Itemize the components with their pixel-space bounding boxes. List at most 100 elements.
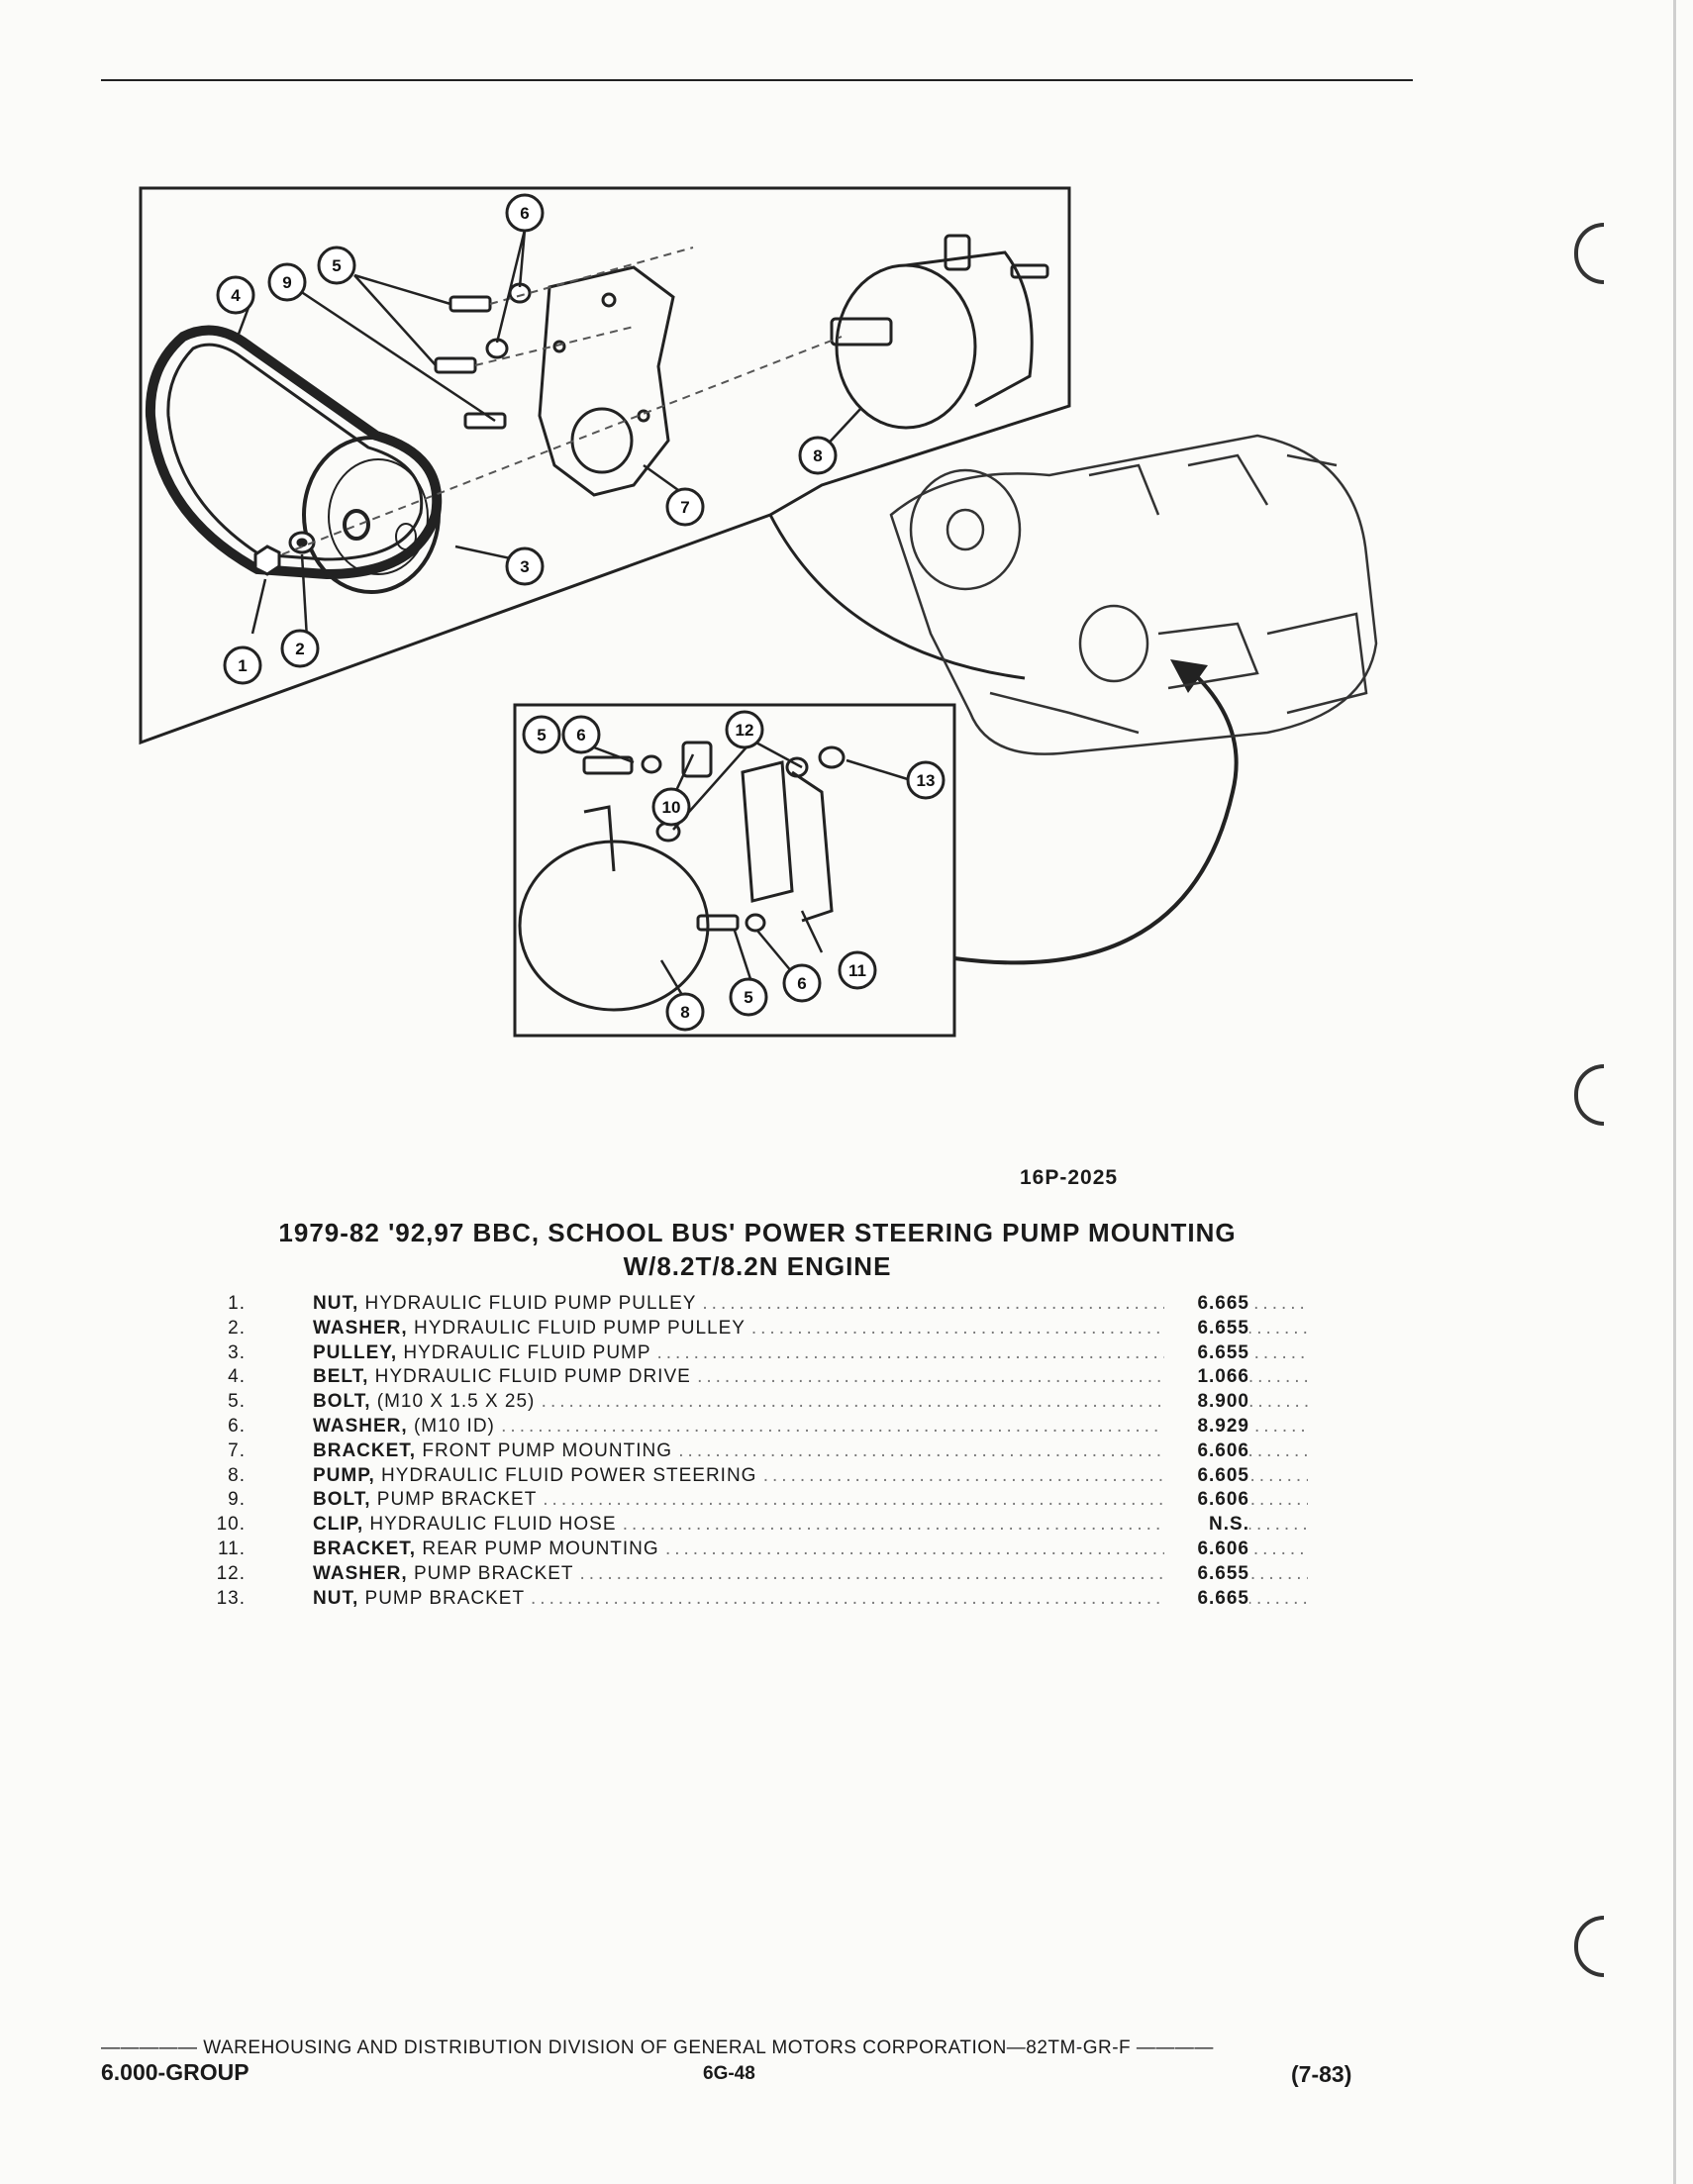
part-description: NUT, HYDRAULIC FLUID PUMP PULLEY .......…	[313, 1292, 1308, 1317]
callout-label: 11	[848, 961, 866, 980]
part-row: 8. PUMP, HYDRAULIC FLUID POWER STEERING .…	[198, 1463, 1308, 1489]
part-number: 6.	[228, 1415, 246, 1437]
front-bracket	[538, 265, 675, 497]
callout-leaders	[236, 229, 912, 1001]
callout-label: 4	[231, 286, 241, 305]
leader-dots: ........................................…	[531, 1587, 1308, 1609]
part-detail: HYDRAULIC FLUID PUMP PULLEY	[413, 1317, 746, 1339]
callout-inset-6b: 6	[782, 963, 822, 1003]
callouts-main: 1 2 3 4 5 6 7 8 9	[216, 193, 838, 685]
part-group-number: 6.665	[1164, 1586, 1249, 1612]
part-description: PUMP, HYDRAULIC FLUID POWER STEERING ...…	[313, 1464, 1308, 1489]
part-description: PULLEY, HYDRAULIC FLUID PUMP ...........…	[313, 1341, 1308, 1366]
part-detail: HYDRAULIC FLUID PUMP	[403, 1341, 651, 1363]
part-description: CLIP, HYDRAULIC FLUID HOSE .............…	[313, 1513, 1308, 1538]
binder-ring-hole	[1574, 1916, 1604, 1977]
part-description: BOLT, PUMP BRACKET .....................…	[313, 1488, 1308, 1513]
part-detail: PUMP BRACKET	[413, 1562, 574, 1584]
callout-8: 8	[798, 436, 838, 475]
part-row: 10. CLIP, HYDRAULIC FLUID HOSE ..........…	[198, 1513, 1308, 1538]
callout-inset-5: 5	[522, 715, 561, 754]
callout-label: 1	[238, 656, 247, 675]
part-name: WASHER,	[313, 1415, 408, 1437]
callout-5: 5	[317, 246, 356, 285]
callout-label: 5	[744, 988, 752, 1007]
leader-dots: ........................................…	[579, 1562, 1308, 1584]
part-number: 12.	[216, 1562, 246, 1584]
part-name: BELT,	[313, 1366, 369, 1388]
callout-label: 9	[282, 273, 291, 292]
callout-7: 7	[665, 487, 705, 527]
part-name: BRACKET,	[313, 1439, 417, 1461]
part-group-number: 6.606	[1164, 1439, 1249, 1464]
part-name: PULLEY,	[313, 1341, 398, 1363]
part-name: CLIP,	[313, 1514, 364, 1536]
part-detail: HYDRAULIC FLUID HOSE	[369, 1514, 617, 1536]
part-detail: HYDRAULIC FLUID PUMP PULLEY	[364, 1293, 697, 1314]
part-description: WASHER, HYDRAULIC FLUID PUMP PULLEY ....…	[313, 1317, 1308, 1341]
part-group-number: 6.655	[1164, 1316, 1249, 1341]
engine-block	[889, 434, 1378, 755]
location-arrow	[953, 666, 1239, 965]
callout-label: 10	[662, 798, 681, 817]
bracket-bolts	[434, 282, 532, 430]
callout-label: 6	[576, 726, 585, 745]
part-name: PUMP,	[313, 1464, 375, 1486]
part-row: 9. BOLT, PUMP BRACKET ...................…	[198, 1488, 1308, 1514]
callout-inset-10: 10	[651, 787, 691, 827]
part-number: 3.	[228, 1341, 246, 1363]
part-number: 4.	[228, 1366, 246, 1388]
footer-publisher-line: ————— WAREHOUSING AND DISTRIBUTION DIVIS…	[101, 2037, 1214, 2058]
callout-inset-5b: 5	[729, 977, 768, 1017]
part-row: 6. WASHER, (M10 ID) .....................…	[198, 1414, 1308, 1439]
part-detail: PUMP BRACKET	[364, 1587, 525, 1609]
part-number: 7.	[228, 1439, 246, 1461]
callout-inset-11: 11	[838, 950, 877, 990]
part-name: BOLT,	[313, 1489, 371, 1511]
part-number: 10.	[216, 1514, 246, 1536]
part-group-number: 1.066	[1164, 1365, 1249, 1391]
part-name: BOLT,	[313, 1391, 371, 1413]
callout-6: 6	[505, 193, 545, 233]
part-group-number: 6.606	[1164, 1488, 1249, 1514]
part-number: 8.	[228, 1464, 246, 1486]
callout-label: 5	[537, 726, 546, 745]
part-group-number: 6.655	[1164, 1561, 1249, 1587]
callout-label: 8	[813, 447, 822, 465]
part-number: 9.	[228, 1489, 246, 1511]
part-detail: FRONT PUMP MOUNTING	[422, 1439, 672, 1461]
callout-label: 6	[520, 204, 529, 223]
callout-label: 2	[295, 640, 304, 658]
leader-dots: ........................................…	[697, 1366, 1308, 1388]
callout-3: 3	[505, 546, 545, 586]
part-detail: (M10 X 1.5 X 25)	[376, 1391, 536, 1413]
inset-pump-rear	[518, 741, 846, 1012]
part-name: NUT,	[313, 1293, 359, 1314]
footer-group: 6.000-GROUP	[101, 2059, 249, 2085]
part-group-number: 8.900	[1164, 1390, 1249, 1415]
parts-list: 1.NUT, HYDRAULIC FLUID PUMP PULLEY .....…	[198, 1292, 1308, 1612]
leader-dots: ........................................…	[501, 1415, 1308, 1437]
part-number: 2.	[228, 1317, 246, 1339]
callout-1: 1	[223, 645, 262, 685]
part-description: WASHER, PUMP BRACKET ...................…	[313, 1562, 1308, 1587]
callouts-inset: 5 6 10 12 13 8 5 6 11	[522, 710, 946, 1032]
callout-label: 6	[797, 974, 806, 993]
power-steering-pump	[830, 234, 1049, 430]
callout-label: 7	[680, 498, 689, 517]
leader-dots: ........................................…	[678, 1439, 1308, 1461]
leader-dots: ........................................…	[622, 1514, 1308, 1536]
callout-inset-13: 13	[906, 760, 946, 800]
part-number: 11.	[217, 1538, 246, 1559]
callout-inset-6: 6	[561, 715, 601, 754]
part-group-number: N.S.	[1164, 1513, 1249, 1538]
part-name: NUT,	[313, 1587, 359, 1609]
part-description: WASHER, (M10 ID) .......................…	[313, 1415, 1308, 1439]
leader-dots: ........................................…	[541, 1391, 1308, 1413]
footer-date: (7-83)	[1291, 2061, 1352, 2087]
callout-9: 9	[267, 262, 307, 302]
part-detail: HYDRAULIC FLUID POWER STEERING	[381, 1464, 757, 1486]
part-group-number: 6.605	[1164, 1463, 1249, 1489]
callout-label: 8	[680, 1003, 689, 1022]
page-number: 6G-48	[703, 2063, 755, 2084]
